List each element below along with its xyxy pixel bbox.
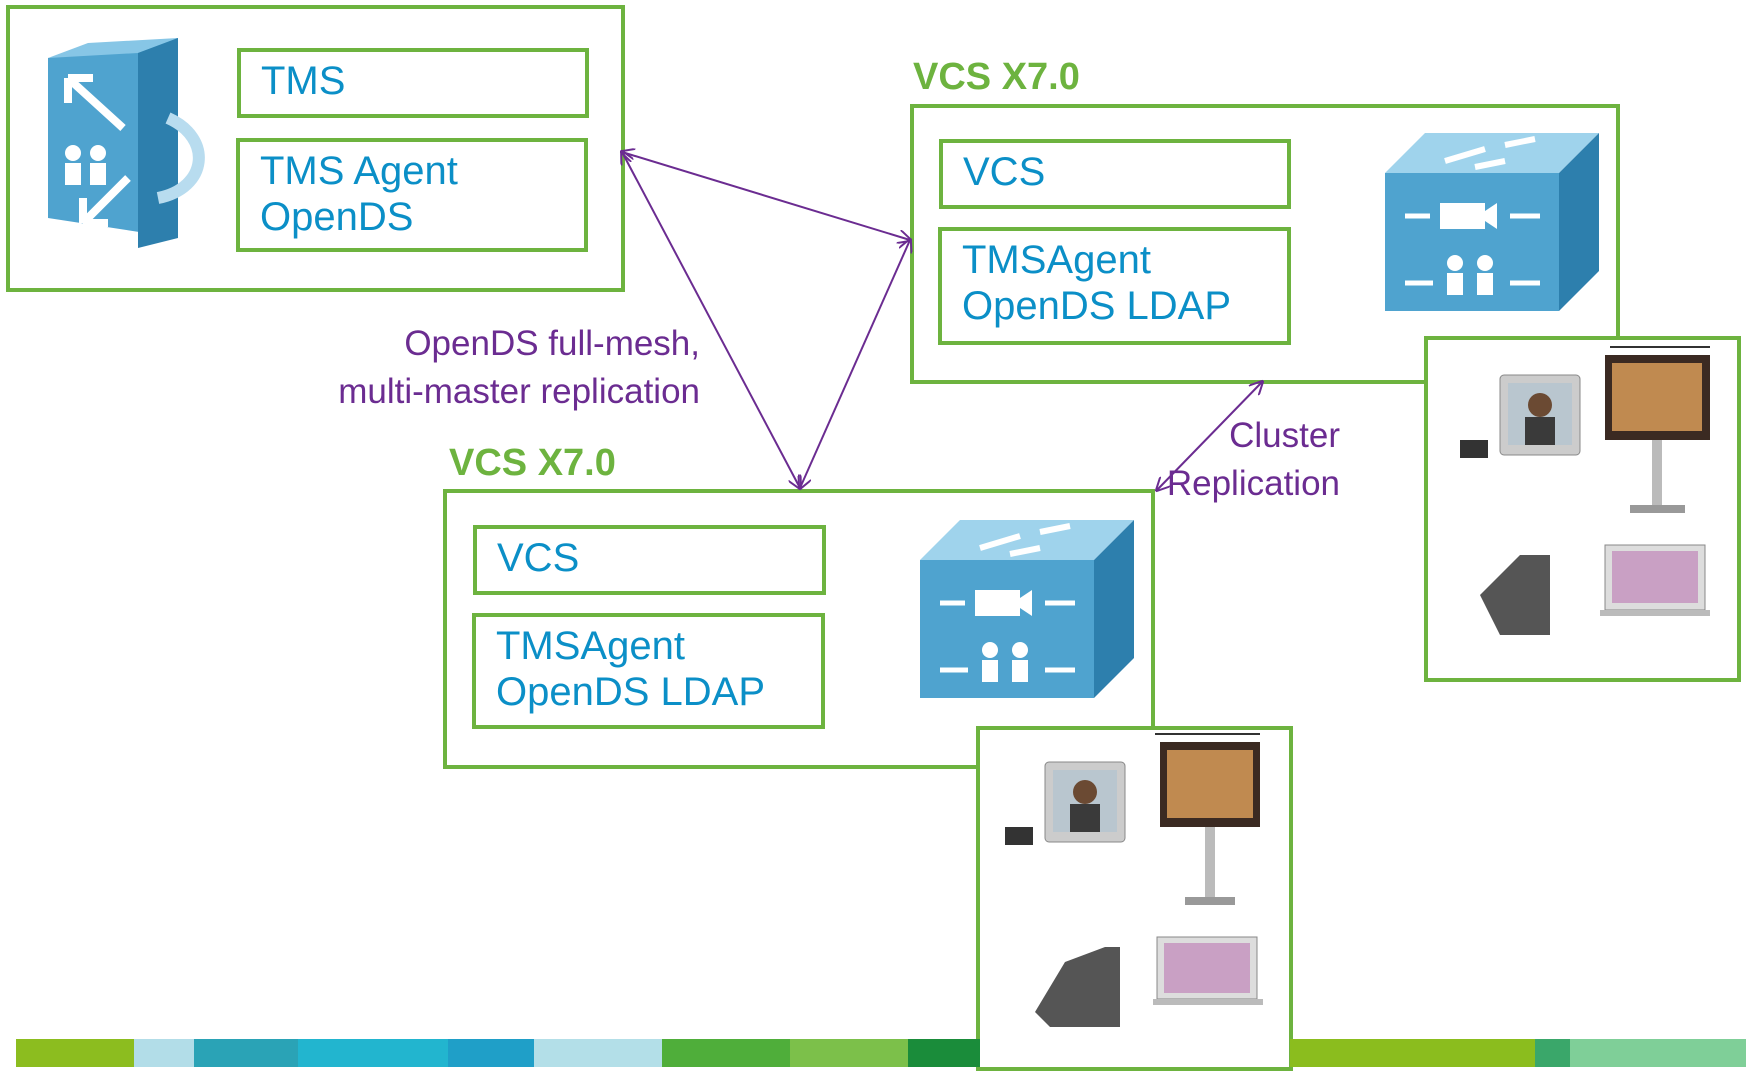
footer-band-3 [194,1039,298,1067]
footer-band-1 [16,1039,134,1067]
footer-band-7 [662,1039,790,1067]
footer-band-6 [534,1039,662,1067]
endpoints-panel-right [1424,336,1741,682]
vcs-bottom-agent-box: TMSAgent OpenDS LDAP [472,613,825,729]
vcs-top-heading: VCS X7.0 [913,56,1080,98]
endpoint-devices-icon [1460,346,1710,635]
tms-to-vcs-top-arrow [622,152,910,240]
replication-label: OpenDS full-mesh, multi-master replicati… [338,324,700,411]
footer-band-10 [1290,1039,1535,1067]
tms-box: TMS [237,48,589,118]
cluster-replication-label: Cluster Replication [1166,416,1340,503]
footer-band-9 [908,1039,980,1067]
vcs-top-vcs-box: VCS [939,139,1291,209]
footer-band-2 [134,1039,194,1067]
footer-band-5 [448,1039,534,1067]
tms-to-vcs-bottom-arrow [622,152,800,488]
cluster-replication-arrow [1157,382,1262,490]
tms-agent-box: TMS Agent OpenDS [236,138,588,252]
vcs-top-to-vcs-bottom-arrow [800,240,910,488]
vcs-switch-icon [1385,133,1599,311]
footer-band-12 [1570,1039,1746,1067]
footer-band-4 [298,1039,448,1067]
vcs-top-agent-box: TMSAgent OpenDS LDAP [938,227,1291,345]
vcs-bottom-vcs-box: VCS [473,525,826,595]
endpoint-devices-icon [1005,733,1263,1027]
footer-band-8 [790,1039,908,1067]
footer-band-11 [1535,1039,1570,1067]
vcs-switch-icon [920,520,1134,698]
vcs-bottom-heading: VCS X7.0 [449,442,616,484]
server-sync-icon [48,38,205,248]
